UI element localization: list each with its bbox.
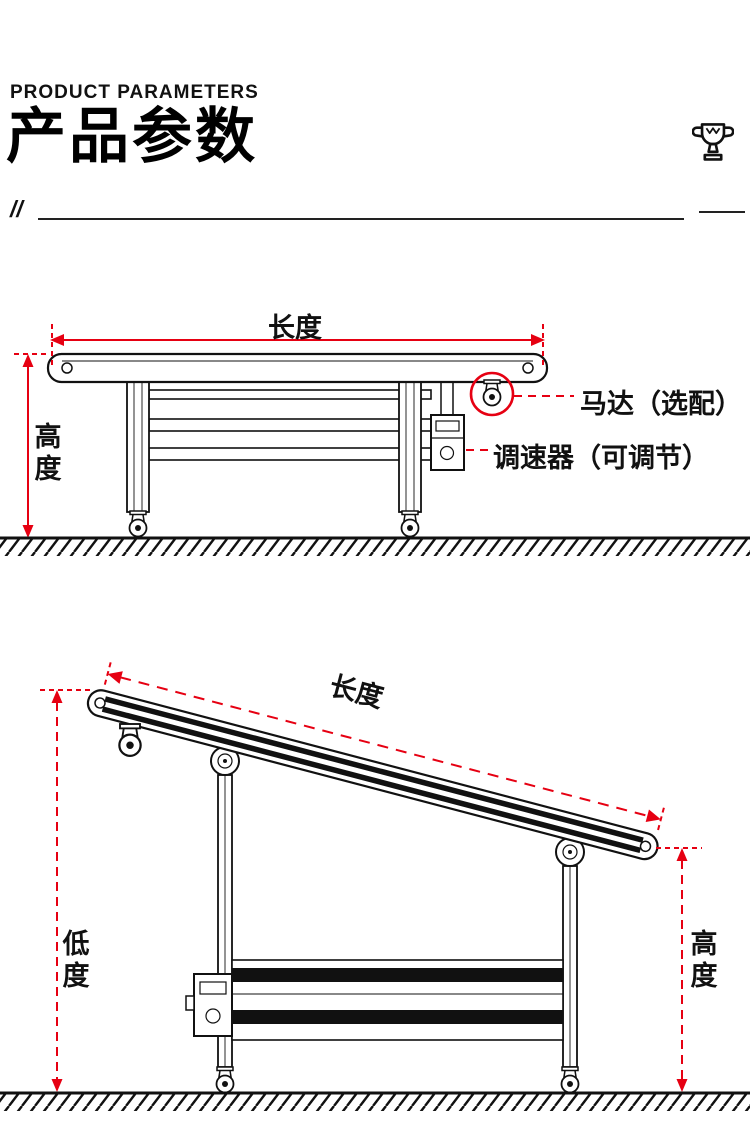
- conveyor-belt: [46, 352, 549, 384]
- flat-conveyor-diagram: [0, 324, 750, 556]
- left-roller: [210, 746, 240, 776]
- left-caster: [128, 510, 148, 538]
- motor-highlight-circle: [469, 371, 515, 417]
- eyebrow-label: PRODUCT PARAMETERS: [10, 82, 259, 103]
- lower-conveyor: [185, 959, 564, 1041]
- right-caster: [400, 510, 420, 538]
- flat-length-label: 长度: [268, 313, 322, 343]
- height-dimension: [14, 353, 48, 538]
- incline-ground-hatch: [0, 1091, 750, 1111]
- ground-hatch: [0, 536, 750, 556]
- incline-right-leg: [562, 865, 578, 1068]
- trophy-icon: [692, 123, 734, 161]
- motor-callout-label: 马达（选配）: [580, 389, 742, 419]
- incline-height-dimension: [656, 847, 702, 1092]
- head-motor-caster: [118, 722, 142, 757]
- double-slash-decoration: //: [10, 196, 23, 222]
- header-divider-line: [38, 218, 684, 220]
- incline-right-caster: [560, 1066, 580, 1094]
- low-height-label: 低度: [62, 929, 90, 992]
- left-leg: [126, 379, 150, 513]
- low-height-dimension: [40, 689, 90, 1092]
- right-roller: [555, 837, 585, 867]
- incline-conveyor-diagram: [0, 662, 750, 1111]
- inclined-belt: [86, 689, 659, 861]
- header-divider-line-short: [699, 211, 745, 213]
- incline-length-dimension: [103, 662, 665, 834]
- controller-callout-label: 调速器（可调节）: [493, 443, 709, 473]
- incline-left-caster: [215, 1066, 235, 1094]
- page-title: 产品参数: [6, 103, 258, 170]
- frame-rails: [148, 389, 432, 461]
- incline-height-label: 高度: [690, 929, 718, 992]
- flat-height-label: 高度: [34, 422, 62, 485]
- length-dimension: [50, 324, 545, 368]
- right-leg: [398, 379, 422, 513]
- speed-controller-box: [430, 382, 465, 471]
- lower-motor-box: [185, 973, 233, 1037]
- motor-caster: [482, 379, 502, 407]
